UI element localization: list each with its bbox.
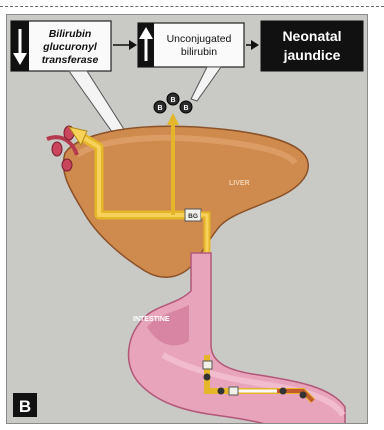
unconjugated-line-2: bilirubin bbox=[181, 46, 217, 58]
flow-box-jaundice: Neonatal jaundice bbox=[261, 21, 363, 71]
enzyme-line-3: transferase bbox=[42, 54, 99, 66]
flow-arrow-1 bbox=[113, 40, 137, 50]
enzyme-line-1: Bilirubin bbox=[49, 28, 92, 40]
svg-text:B: B bbox=[19, 397, 31, 416]
unconjugated-line-1: Unconjugated bbox=[167, 33, 232, 45]
bilirubin-diagram: Bilirubin glucuronyl transferase Unconju… bbox=[7, 15, 368, 424]
top-dashed-rule bbox=[0, 6, 384, 7]
panel-label: B bbox=[13, 393, 37, 417]
jaundice-line-2: jaundice bbox=[283, 47, 341, 63]
svg-text:B: B bbox=[157, 105, 162, 112]
flow-box-unconjugated: Unconjugated bilirubin bbox=[138, 23, 244, 67]
enzyme-line-2: glucuronyl bbox=[42, 41, 98, 53]
svg-text:BG: BG bbox=[188, 213, 198, 220]
liver-label: LIVER bbox=[229, 180, 250, 187]
figure-panel: Bilirubin glucuronyl transferase Unconju… bbox=[6, 14, 368, 424]
bilirubin-molecules: B B B bbox=[154, 93, 192, 113]
unconjugated-callout-pointer bbox=[191, 67, 221, 101]
svg-text:B: B bbox=[170, 97, 175, 104]
jaundice-line-1: Neonatal bbox=[282, 28, 341, 44]
flow-arrow-2 bbox=[246, 40, 259, 50]
flow-box-enzyme: Bilirubin glucuronyl transferase bbox=[11, 21, 111, 71]
intestine-label: INTESTINE bbox=[133, 316, 170, 323]
svg-text:B: B bbox=[183, 105, 188, 112]
